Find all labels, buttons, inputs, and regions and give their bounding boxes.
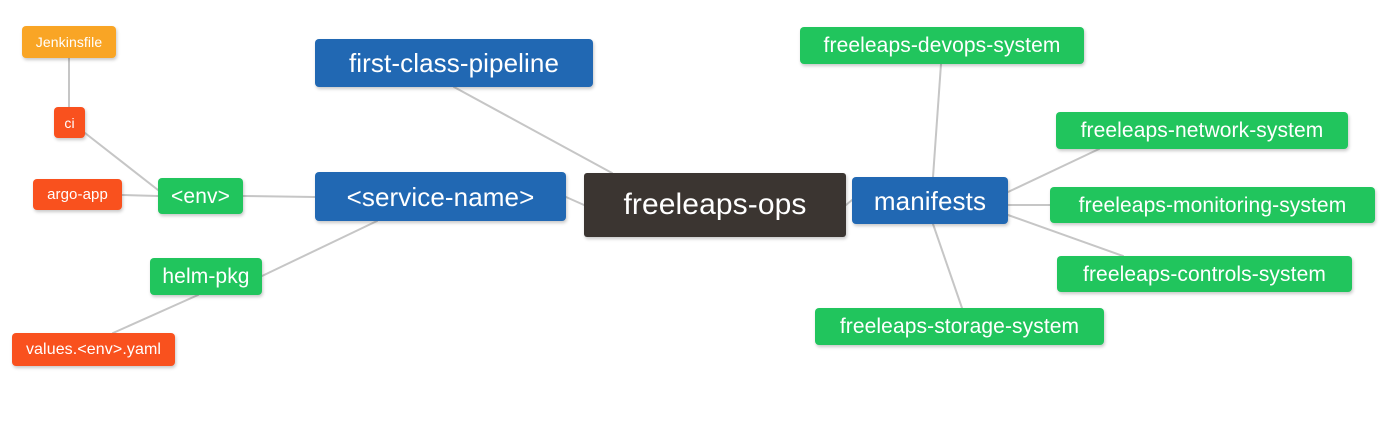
node-service-name[interactable]: <service-name>	[315, 172, 566, 221]
node-values-yaml[interactable]: values.<env>.yaml	[12, 333, 175, 366]
edge-helm-pkg-to-values-yaml	[112, 294, 199, 334]
node-label: ci	[64, 114, 75, 131]
node-label: manifests	[873, 185, 987, 216]
node-controls-system[interactable]: freeleaps-controls-system	[1057, 256, 1352, 292]
node-label: <env>	[171, 184, 230, 208]
node-label: freeleaps-ops	[623, 188, 807, 221]
node-manifests[interactable]: manifests	[852, 177, 1008, 224]
node-env[interactable]: <env>	[158, 178, 243, 214]
node-label: freeleaps-devops-system	[823, 34, 1061, 57]
edge-manifests-to-network-system	[1007, 148, 1100, 193]
node-label: freeleaps-network-system	[1080, 119, 1324, 142]
node-devops-system[interactable]: freeleaps-devops-system	[800, 27, 1084, 64]
node-argo-app[interactable]: argo-app	[33, 179, 122, 210]
node-label: values.<env>.yaml	[25, 340, 162, 358]
edge-freeleaps-ops-to-first-class-pipeline	[453, 86, 613, 174]
node-first-class-pipeline[interactable]: first-class-pipeline	[315, 39, 593, 87]
node-label: Jenkinsfile	[35, 34, 103, 50]
edge-manifests-to-devops-system	[932, 63, 942, 178]
edge-env-to-argo-app	[121, 194, 159, 197]
edge-freeleaps-ops-to-service-name	[565, 196, 585, 206]
node-freeleaps-ops[interactable]: freeleaps-ops	[584, 173, 846, 237]
edge-service-name-to-helm-pkg	[261, 220, 378, 277]
node-label: first-class-pipeline	[348, 48, 560, 78]
edge-env-to-ci	[84, 132, 159, 191]
edge-service-name-to-env	[242, 195, 316, 198]
node-storage-system[interactable]: freeleaps-storage-system	[815, 308, 1104, 345]
node-label: helm-pkg	[162, 265, 250, 288]
node-ci[interactable]: ci	[54, 107, 85, 138]
node-helm-pkg[interactable]: helm-pkg	[150, 258, 262, 295]
node-label: freeleaps-monitoring-system	[1078, 193, 1347, 217]
node-network-system[interactable]: freeleaps-network-system	[1056, 112, 1348, 149]
node-label: freeleaps-controls-system	[1083, 262, 1326, 286]
edge-manifests-to-controls-system	[1007, 214, 1124, 257]
node-label: <service-name>	[346, 181, 535, 212]
node-jenkinsfile[interactable]: Jenkinsfile	[22, 26, 116, 58]
node-label: freeleaps-storage-system	[839, 315, 1080, 338]
edge-freeleaps-ops-to-manifests	[845, 199, 853, 206]
edge-manifests-to-storage-system	[932, 223, 963, 309]
node-label: argo-app	[47, 186, 108, 203]
node-monitoring-system[interactable]: freeleaps-monitoring-system	[1050, 187, 1375, 223]
